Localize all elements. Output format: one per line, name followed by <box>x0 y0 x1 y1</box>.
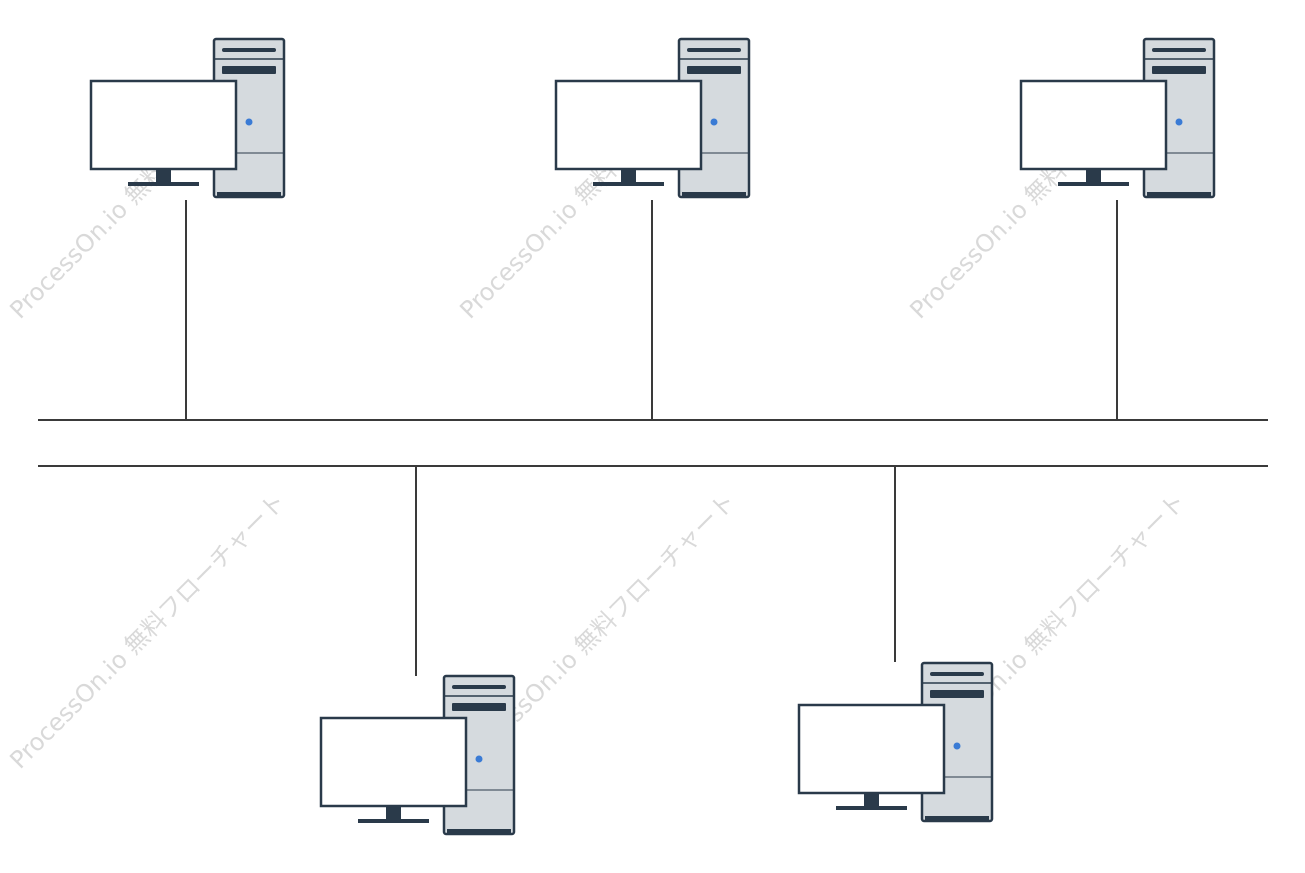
desktop-computer-icon[interactable] <box>89 37 286 200</box>
desktop-computer-icon[interactable] <box>797 661 994 824</box>
desktop-computer-icon[interactable] <box>319 674 516 837</box>
watermark-text: ProcessOn.io 無料フローチャート <box>4 487 291 774</box>
